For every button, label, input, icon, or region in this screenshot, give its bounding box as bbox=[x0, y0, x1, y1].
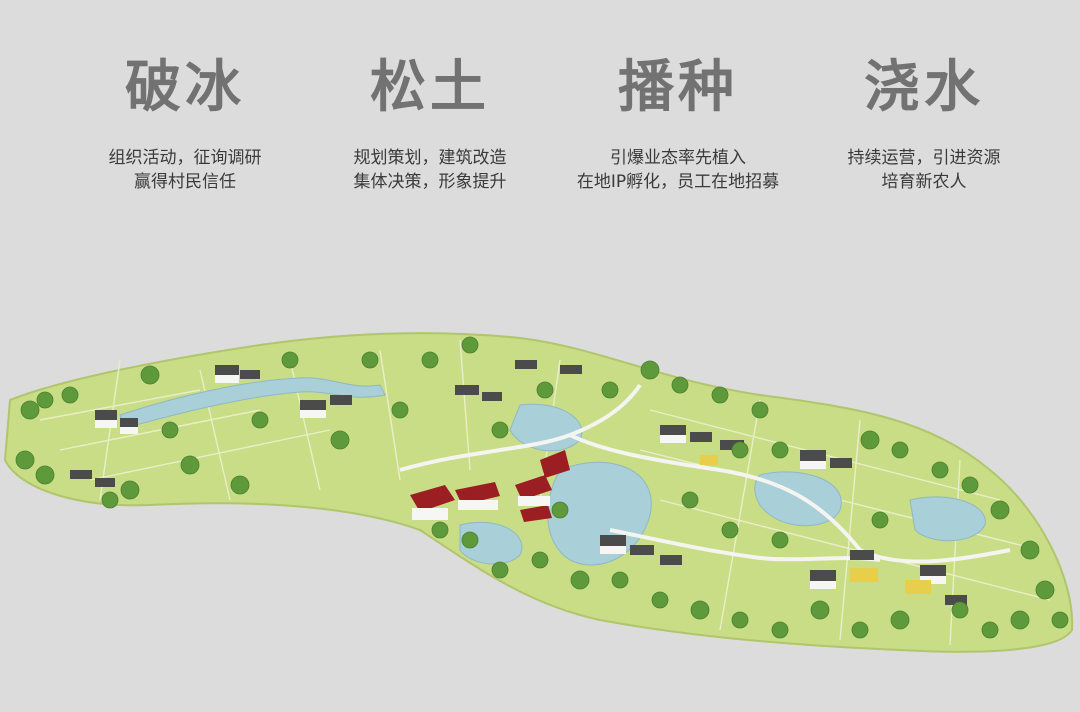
stage-description: 组织活动，征询调研 赢得村民信任 bbox=[65, 146, 305, 194]
stage-description: 持续运营，引进资源 培育新农人 bbox=[804, 146, 1044, 194]
stage-description-line: 持续运营，引进资源 bbox=[847, 148, 1001, 168]
river bbox=[119, 377, 386, 429]
stage-description-line: 培育新农人 bbox=[881, 172, 967, 192]
stage-jiao-shui: 浇水 持续运营，引进资源 培育新农人 bbox=[804, 52, 1044, 194]
stage-description-line: 规划策划，建筑改造 bbox=[353, 148, 507, 168]
stage-title: 破冰 bbox=[125, 55, 245, 120]
stage-description-line: 集体决策，形象提升 bbox=[353, 172, 507, 192]
buildings-dark bbox=[70, 360, 967, 605]
building-walls bbox=[95, 375, 946, 589]
plazas bbox=[700, 455, 931, 594]
buildings-red bbox=[410, 450, 570, 522]
stage-description-line: 引爆业态率先植入 bbox=[610, 148, 746, 168]
pond-south bbox=[459, 521, 523, 565]
stage-title: 播种 bbox=[618, 55, 738, 120]
stage-bo-zhong: 播种 引爆业态率先植入 在地IP孵化，员工在地招募 bbox=[558, 52, 798, 194]
stage-description-line: 在地IP孵化，员工在地招募 bbox=[576, 172, 780, 192]
stage-title: 浇水 bbox=[864, 55, 984, 120]
stage-description: 引爆业态率先植入 在地IP孵化，员工在地招募 bbox=[558, 146, 798, 194]
stage-title: 松土 bbox=[370, 55, 490, 120]
stage-row: 破冰 组织活动，征询调研 赢得村民信任 松土 规划策划，建筑改造 集体决策，形象… bbox=[0, 0, 1080, 210]
stage-description: 规划策划，建筑改造 集体决策，形象提升 bbox=[310, 146, 550, 194]
roads bbox=[399, 383, 1011, 564]
stage-po-bing: 破冰 组织活动，征询调研 赢得村民信任 bbox=[65, 52, 305, 194]
trees bbox=[15, 336, 1069, 639]
village-map-illustration bbox=[3, 332, 1074, 653]
stage-song-tu: 松土 规划策划，建筑改造 集体决策，形象提升 bbox=[310, 52, 550, 194]
stage-description-line: 组织活动，征询调研 bbox=[108, 148, 262, 168]
pond-far-east bbox=[909, 496, 986, 542]
stage-description-line: 赢得村民信任 bbox=[134, 172, 236, 192]
buildings-red-walls bbox=[412, 496, 550, 520]
